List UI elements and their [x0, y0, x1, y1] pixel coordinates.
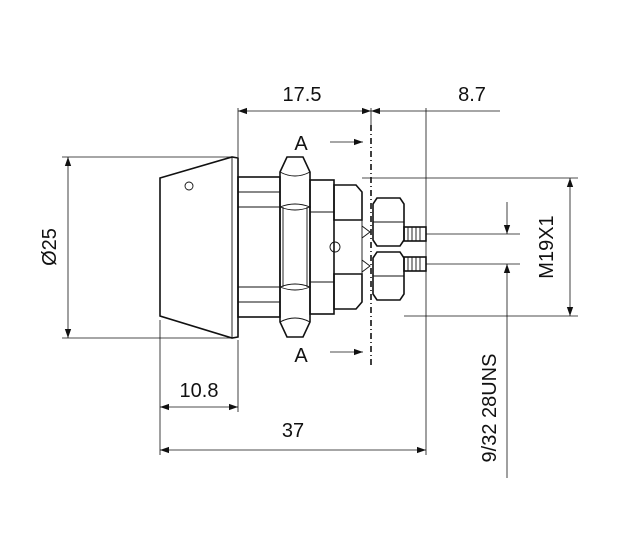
terminal-stud-upper	[403, 226, 427, 242]
terminal-nut-upper	[372, 197, 405, 247]
threaded-body	[309, 179, 341, 315]
section-label-bottom: A	[294, 345, 308, 367]
mounting-flange	[237, 176, 281, 318]
dim-terminal-length: 8.7	[458, 84, 486, 106]
terminal-nut-lower	[372, 251, 405, 301]
hex-nut	[279, 156, 312, 338]
dimension-lines	[64, 107, 574, 478]
dim-terminal-thread: 9/32 28UNS	[479, 354, 501, 463]
dim-overall-length: 37	[282, 420, 304, 442]
dim-head-length: 10.8	[180, 380, 219, 402]
terminal-stud-lower	[403, 256, 427, 272]
dim-body-length: 17.5	[283, 84, 322, 106]
dim-mount-thread: M19X1	[536, 215, 558, 278]
rear-terminal-housing	[333, 184, 371, 310]
section-label-top: A	[294, 133, 308, 155]
knob-head	[159, 156, 239, 339]
dim-head-diameter: Ø25	[39, 228, 61, 266]
